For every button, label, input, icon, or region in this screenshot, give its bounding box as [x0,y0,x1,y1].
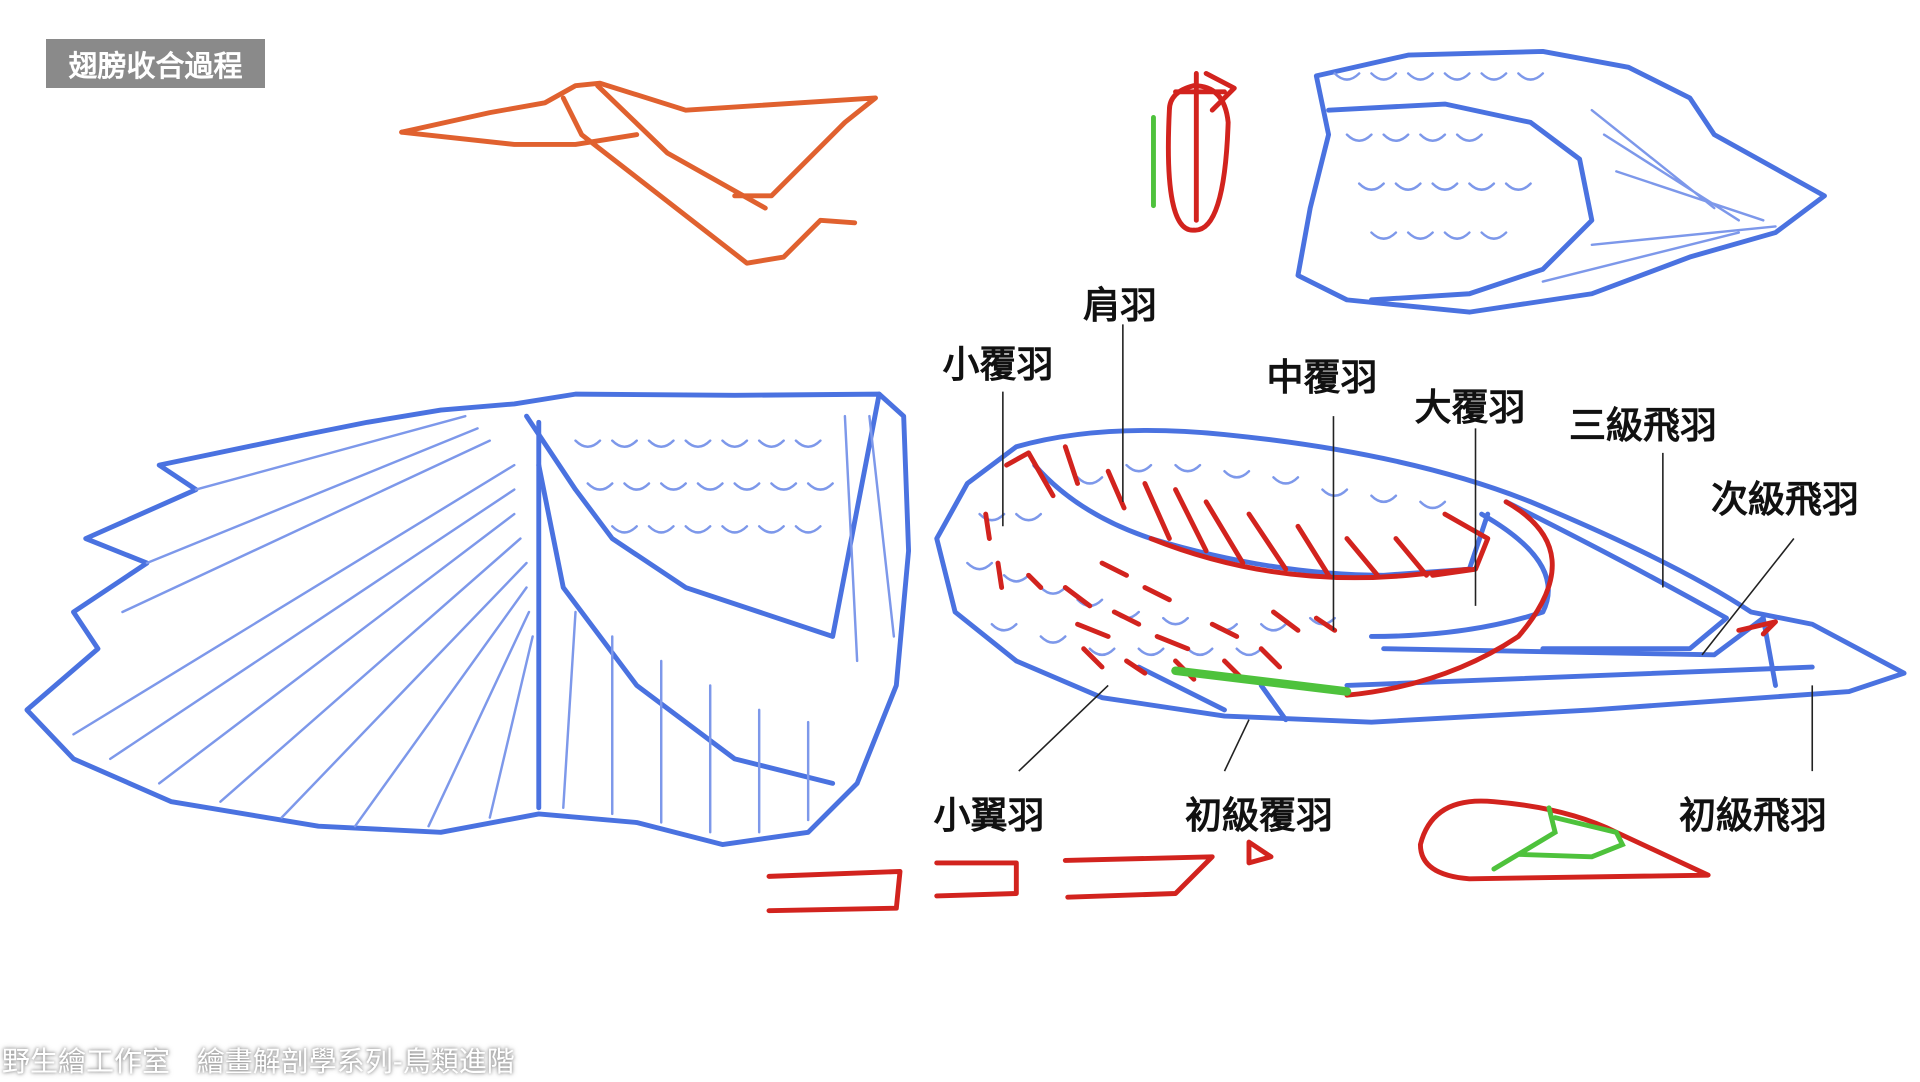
label-greater-coverts: 大覆羽 [1414,386,1526,429]
folding-steps-sketch [766,839,1274,914]
label-lesser-coverts: 小覆羽 [942,343,1054,386]
label-primaries: 初級飛羽 [1679,794,1827,837]
footer-credit: 野生繪工作室 繪畫解剖學系列-鳥類進階 [2,1045,515,1078]
label-primary-coverts: 初級覆羽 [1185,794,1333,837]
label-tertials: 三級飛羽 [1569,404,1717,447]
title-badge: 翅膀收合過程 [46,39,265,88]
label-scapulars: 肩羽 [1083,284,1157,327]
small-fold-sketch [1151,70,1237,233]
folded-wing-main [934,427,1907,725]
open-wing-sketch [24,391,912,847]
folded-wing-outline-sketch [1417,798,1711,882]
leader-lines [1002,324,1814,772]
label-median-coverts: 中覆羽 [1266,356,1378,399]
wing-bone-sketch [399,80,878,266]
folded-wing-sketch-top [1295,48,1827,315]
label-secondaries: 次級飛羽 [1711,478,1859,521]
label-alula: 小翼羽 [933,794,1045,837]
